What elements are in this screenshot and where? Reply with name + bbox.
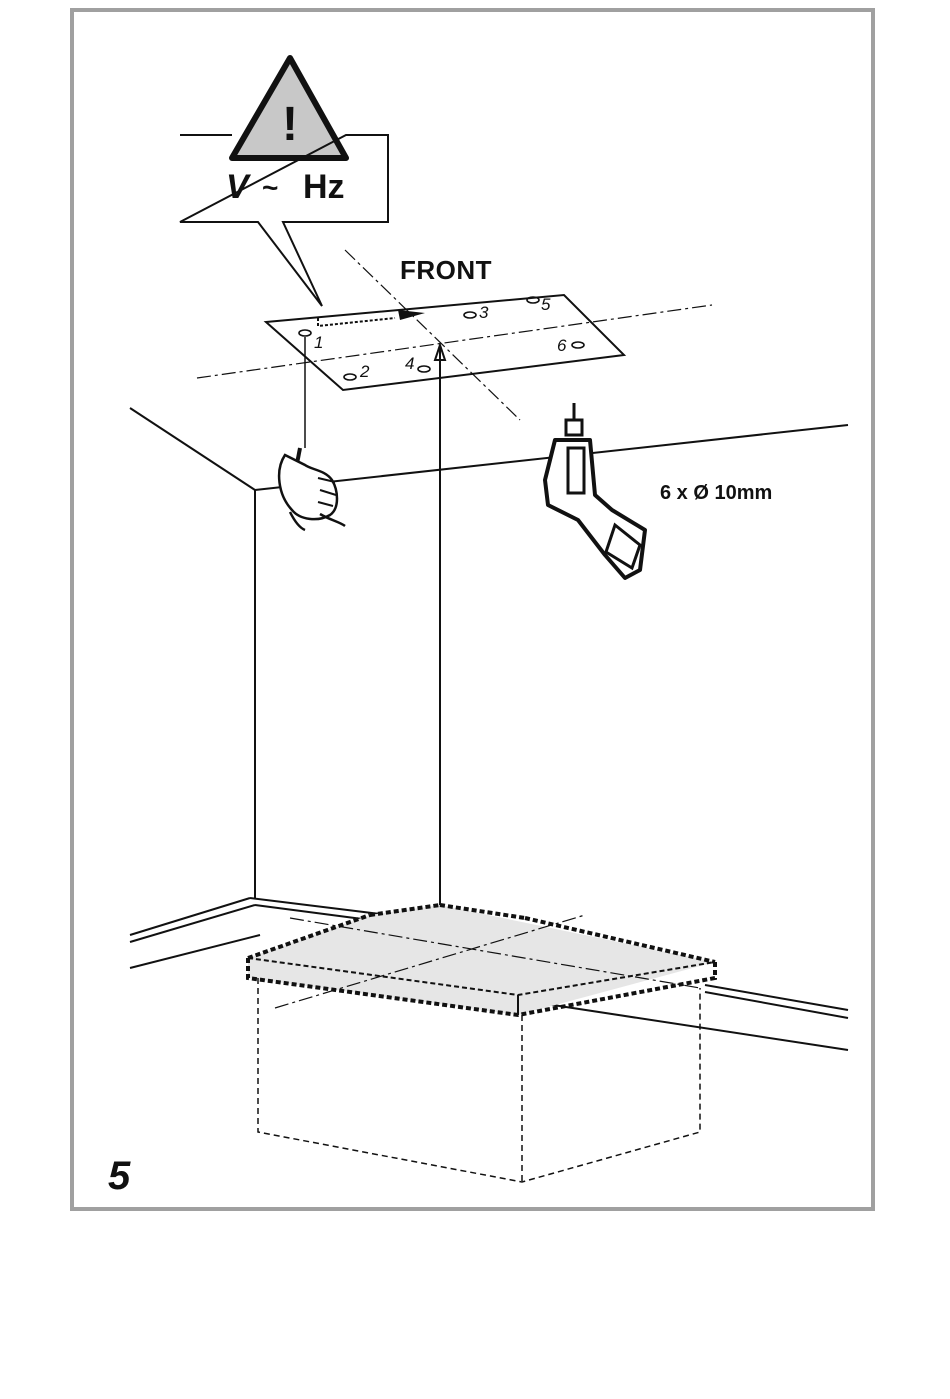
warning-exclamation: ! — [282, 98, 298, 151]
hole-label-2: 2 — [360, 362, 369, 382]
hole-label-4: 4 — [405, 354, 414, 374]
hole-label-6: 6 — [557, 336, 566, 356]
tilde-label: ~ — [262, 172, 278, 204]
drill-icon — [545, 403, 645, 578]
voltage-label: V — [226, 168, 249, 207]
hand-pencil-icon — [279, 448, 345, 530]
drill-spec-label: 6 x Ø 10mm — [660, 482, 772, 505]
frequency-label: Hz — [303, 168, 345, 207]
hole-label-1: 1 — [314, 333, 323, 353]
front-label: FRONT — [400, 255, 492, 286]
ceiling-edge-left — [130, 408, 255, 490]
hole-label-3: 3 — [479, 303, 488, 323]
hole-label-5: 5 — [541, 295, 550, 315]
figure-number: 5 — [108, 1154, 130, 1199]
hob-top — [248, 905, 715, 1015]
